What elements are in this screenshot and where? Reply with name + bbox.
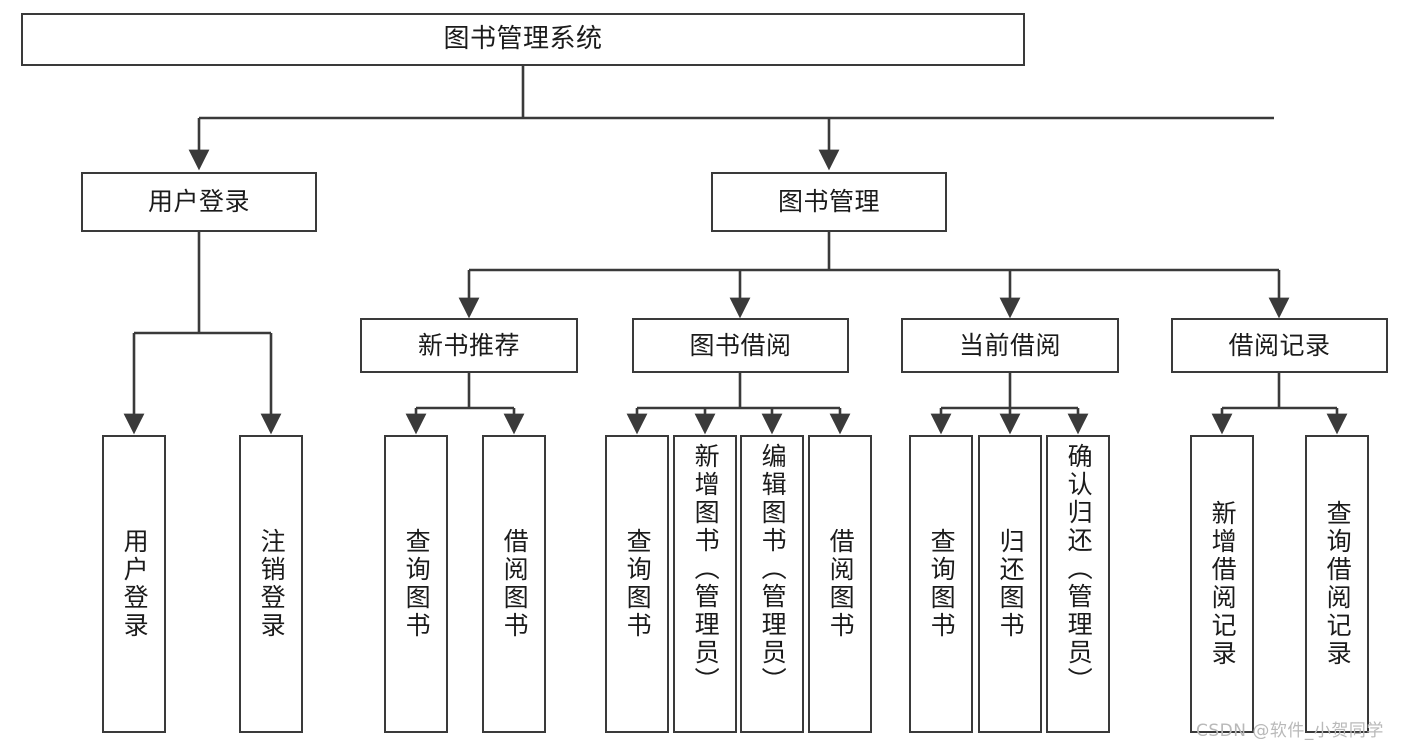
leaf-borrow-book[interactable]: 借阅图书 (808, 435, 872, 733)
leaf-user-login[interactable]: 用户登录 (102, 435, 166, 733)
node-label: 查询图书 (402, 528, 432, 640)
node-label: 图书借阅 (689, 330, 792, 360)
node-label: 新增借阅记录 (1208, 500, 1238, 668)
node-book-manage[interactable]: 图书管理 (711, 172, 947, 232)
node-label: 查询借阅记录 (1323, 500, 1353, 668)
node-label: 图书管理系统 (443, 24, 603, 55)
node-label: 借阅图书 (500, 528, 530, 640)
leaf-query-borrow-record[interactable]: 查询借阅记录 (1305, 435, 1369, 733)
node-label: 查询图书 (927, 528, 957, 640)
leaf-add-borrow-record[interactable]: 新增借阅记录 (1190, 435, 1254, 733)
leaf-query-book-recommend[interactable]: 查询图书 (384, 435, 448, 733)
leaf-query-book-borrow[interactable]: 查询图书 (605, 435, 669, 733)
node-label: 新增图书（管理员） (691, 443, 721, 695)
leaf-add-book-admin[interactable]: 新增图书（管理员） (673, 435, 737, 733)
node-label: 编辑图书（管理员） (758, 443, 788, 695)
leaf-query-book-current[interactable]: 查询图书 (909, 435, 973, 733)
node-label: 确认归还（管理员） (1064, 443, 1094, 695)
leaf-borrow-book-recommend[interactable]: 借阅图书 (482, 435, 546, 733)
node-book-borrow[interactable]: 图书借阅 (632, 318, 849, 373)
node-label: 借阅记录 (1228, 330, 1331, 360)
node-label: 当前借阅 (958, 330, 1061, 360)
node-label: 用户登录 (147, 187, 250, 217)
leaf-confirm-return-admin[interactable]: 确认归还（管理员） (1046, 435, 1110, 733)
node-root-system[interactable]: 图书管理系统 (21, 13, 1025, 66)
node-user-login[interactable]: 用户登录 (81, 172, 317, 232)
node-label: 新书推荐 (417, 330, 520, 360)
node-label: 查询图书 (623, 528, 653, 640)
node-label: 归还图书 (996, 528, 1026, 640)
node-borrow-record[interactable]: 借阅记录 (1171, 318, 1388, 373)
leaf-logout[interactable]: 注销登录 (239, 435, 303, 733)
node-label: 用户登录 (120, 528, 150, 640)
node-new-book-recommend[interactable]: 新书推荐 (360, 318, 578, 373)
node-label: 注销登录 (257, 528, 287, 640)
leaf-edit-book-admin[interactable]: 编辑图书（管理员） (740, 435, 804, 733)
node-current-borrow[interactable]: 当前借阅 (901, 318, 1119, 373)
csdn-watermark: CSDN @软件_小贺同学 (1196, 721, 1384, 741)
node-label: 借阅图书 (826, 528, 856, 640)
node-label: 图书管理 (777, 187, 880, 217)
leaf-return-book[interactable]: 归还图书 (978, 435, 1042, 733)
